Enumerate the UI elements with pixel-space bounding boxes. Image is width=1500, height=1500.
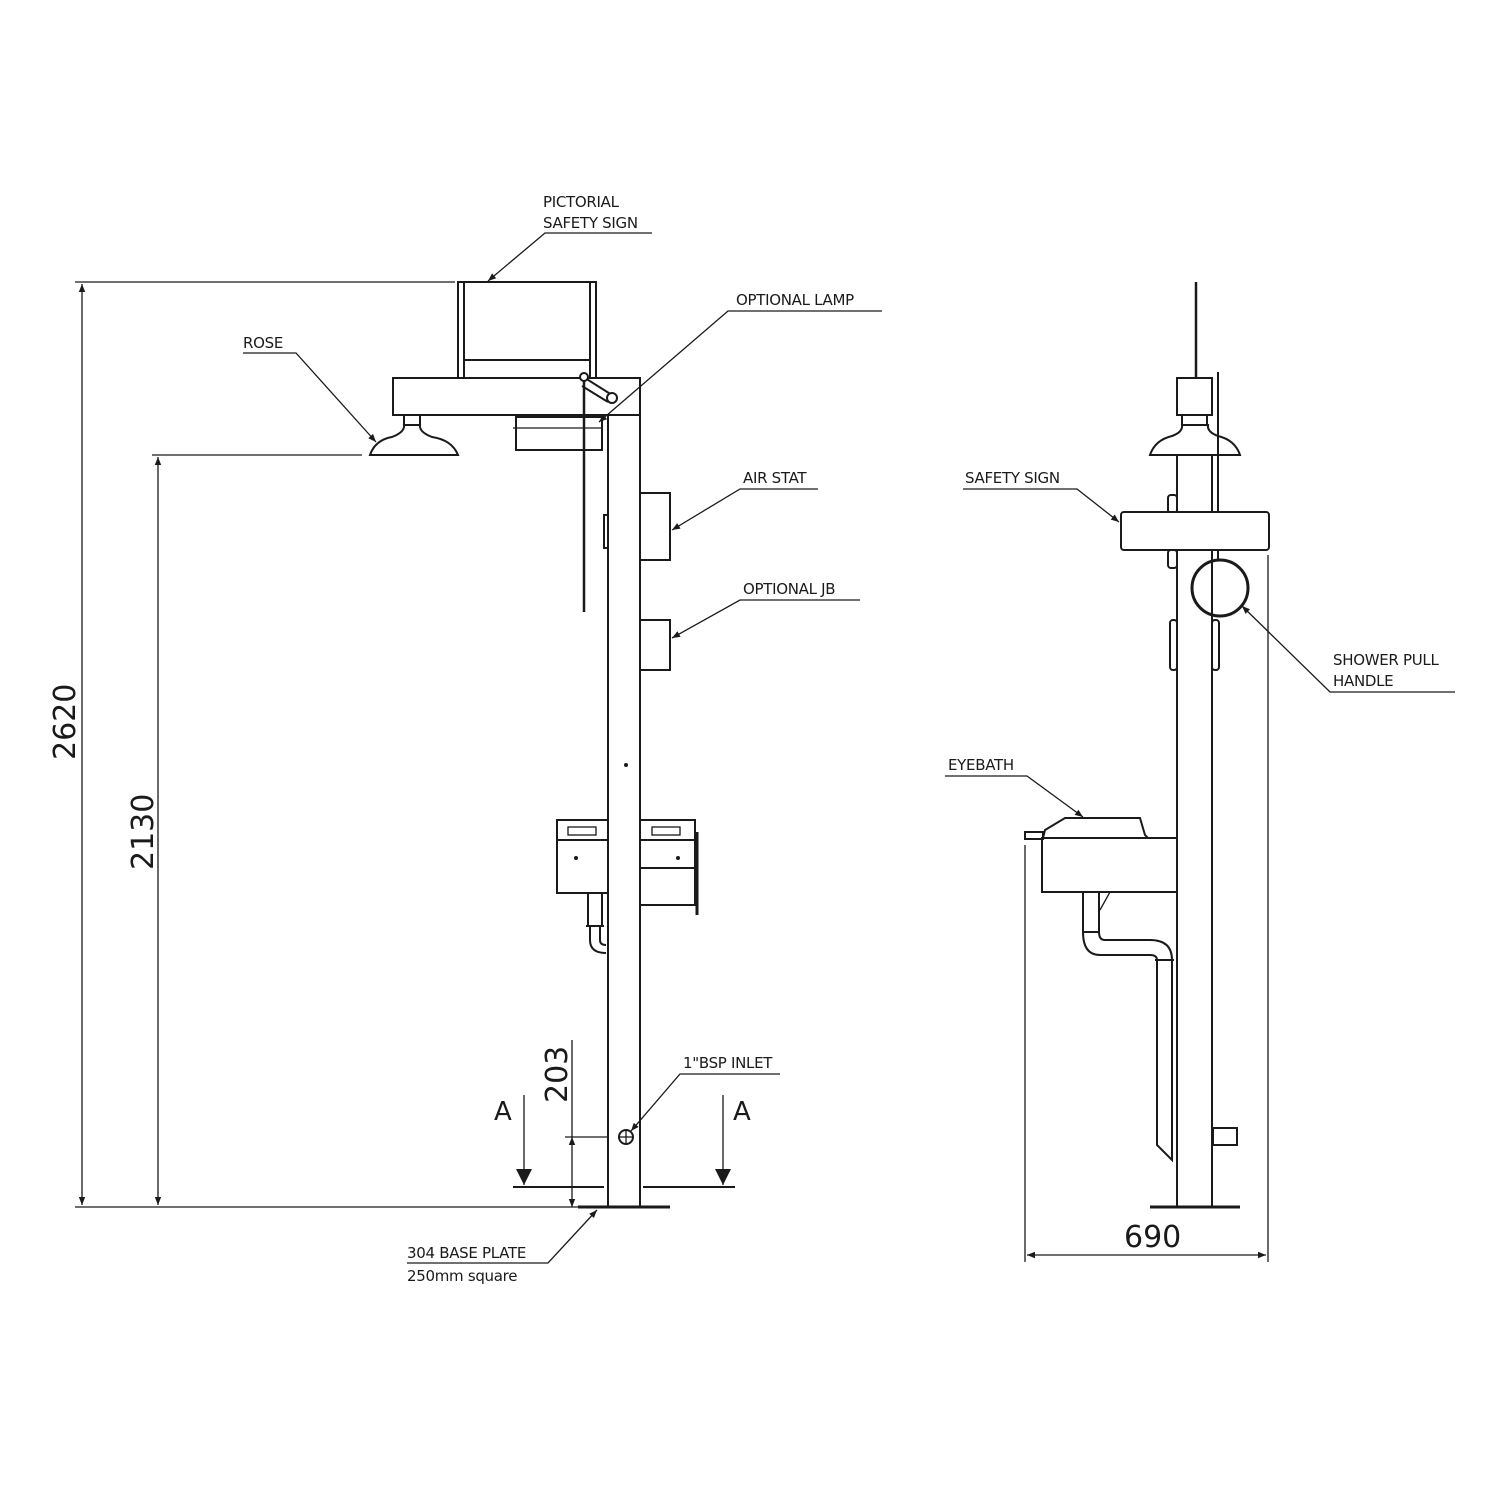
- dimension-rose-height: 2130: [126, 454, 362, 1205]
- dimension-inlet-height: 203: [540, 1040, 608, 1207]
- callout-air-stat: AIR STAT: [671, 469, 818, 531]
- bsp-inlet: [618, 1129, 634, 1145]
- dimension-2620: 2620: [48, 684, 83, 760]
- callout-text: 1"BSP INLET: [683, 1054, 773, 1072]
- callout-text: 250mm square: [407, 1267, 517, 1285]
- callout-safety-sign: SAFETY SIGN: [963, 469, 1120, 523]
- callout-eyebath: EYEBATH: [945, 756, 1084, 818]
- callout-rose: ROSE: [243, 334, 377, 443]
- shower-pull-handle: [1190, 558, 1250, 618]
- dimension-690: 690: [1124, 1220, 1181, 1255]
- shower-arm: [392, 377, 641, 416]
- eyebath-front: [556, 819, 699, 954]
- callout-base-plate: 304 BASE PLATE 250mm square: [407, 1209, 598, 1285]
- column: [607, 377, 641, 1208]
- junction-box: [639, 619, 671, 671]
- section-label-right: A: [733, 1097, 751, 1127]
- rose-side: [1148, 424, 1242, 456]
- callout-optional-jb: OPTIONAL JB: [671, 580, 860, 639]
- section-label-left: A: [494, 1097, 512, 1127]
- callout-text: OPTIONAL JB: [743, 580, 835, 598]
- side-view: 690 SAFETY SIGN SHOWER PULL HANDLE EYEBA…: [945, 282, 1455, 1262]
- optional-lamp: [513, 377, 618, 451]
- callout-text: 304 BASE PLATE: [407, 1244, 526, 1262]
- callout-text: SHOWER PULL: [1333, 651, 1439, 669]
- pictorial-safety-sign: [457, 281, 597, 379]
- dimension-2130: 2130: [126, 794, 161, 870]
- callout-text: HANDLE: [1333, 672, 1393, 690]
- eyebath-side: [1024, 817, 1238, 1163]
- safety-sign: [1120, 511, 1270, 551]
- callout-text: AIR STAT: [743, 469, 807, 487]
- section-a-marker: A A: [494, 1095, 751, 1188]
- dimension-203: 203: [540, 1046, 575, 1103]
- air-stat-box: [639, 492, 671, 561]
- callout-text: SAFETY SIGN: [543, 214, 638, 232]
- callout-optional-lamp: OPTIONAL LAMP: [598, 291, 882, 423]
- callout-text: ROSE: [243, 334, 283, 352]
- callout-text: OPTIONAL LAMP: [736, 291, 854, 309]
- callout-text: SAFETY SIGN: [965, 469, 1060, 487]
- dimension-depth: 690: [1024, 845, 1266, 1262]
- rose: [368, 414, 460, 456]
- callout-text: EYEBATH: [948, 756, 1014, 774]
- front-view: 2620 2130 203 A A PICTORIAL: [48, 193, 882, 1285]
- callout-pictorial-sign: PICTORIAL SAFETY SIGN: [487, 193, 652, 282]
- callout-text: PICTORIAL: [543, 193, 620, 211]
- dimension-overall-height: 2620: [48, 281, 580, 1208]
- callout-shower-pull-handle: SHOWER PULL HANDLE: [1241, 605, 1455, 693]
- callout-bsp-inlet: 1"BSP INLET: [630, 1054, 780, 1132]
